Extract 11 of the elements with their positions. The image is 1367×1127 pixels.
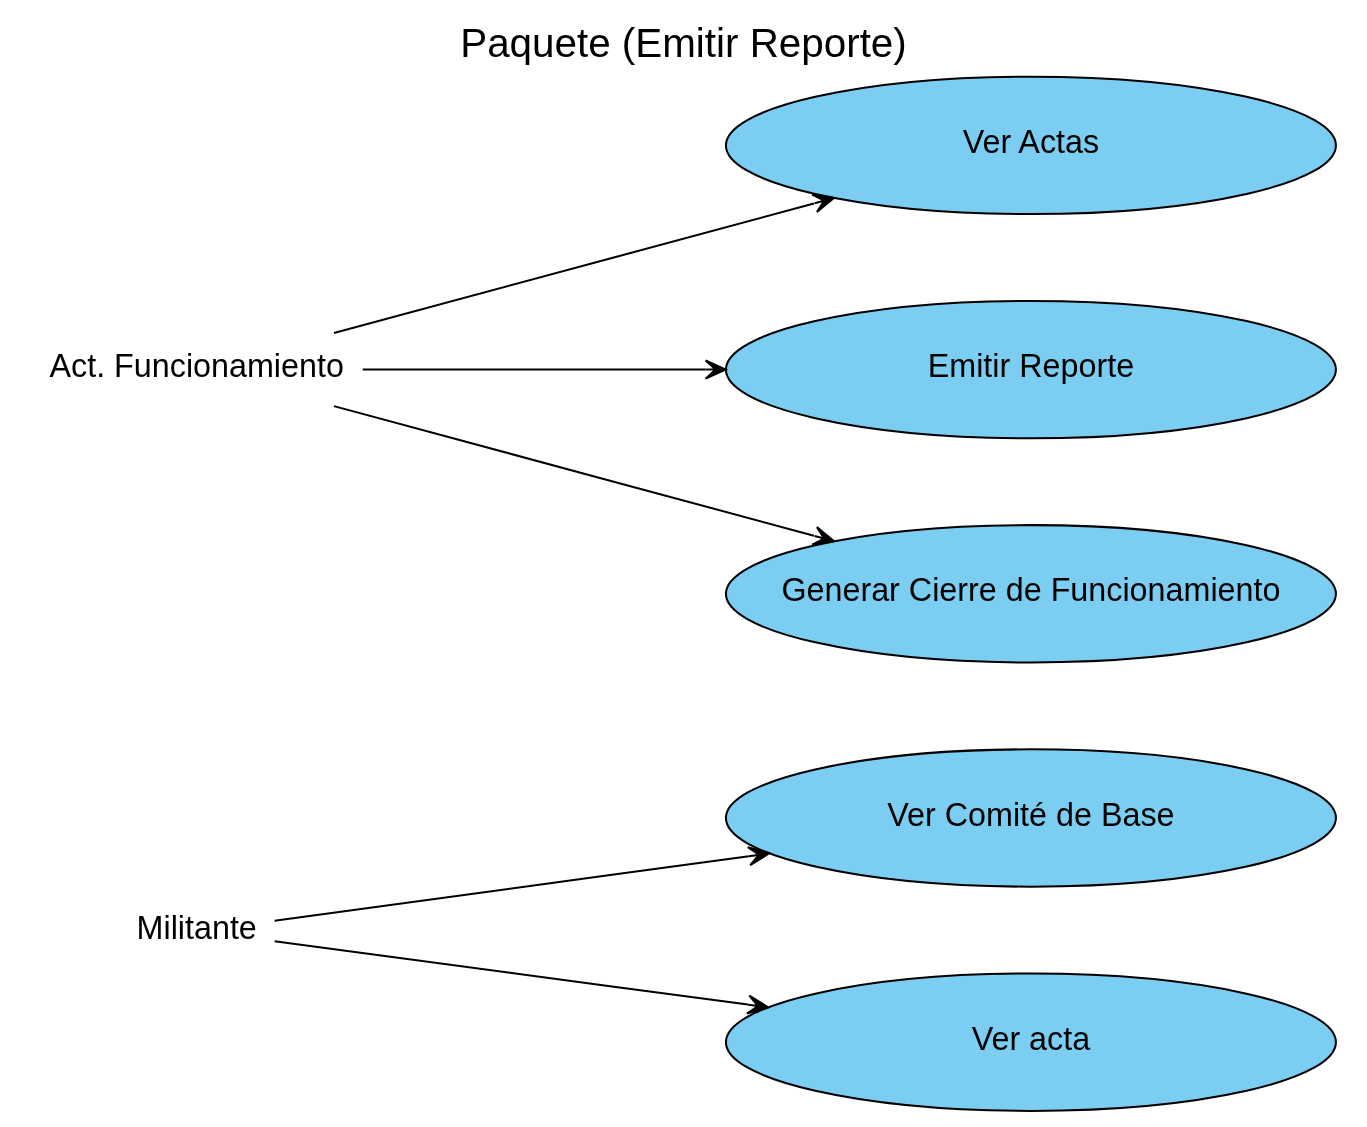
arrow (274, 846, 771, 922)
arrow (333, 405, 836, 546)
diagram-title: Paquete (Emitir Reporte) (460, 19, 907, 66)
arrow (333, 193, 836, 335)
node-ellipse: Ver acta (724, 972, 1337, 1112)
node-text: Militante (136, 909, 257, 946)
node-text: Act. Funcionamiento (49, 348, 344, 385)
arrow (274, 940, 770, 1015)
node-ellipse: Ver Comité de Base (724, 748, 1337, 888)
node-ellipse: Emitir Reporte (724, 299, 1337, 440)
arrow (362, 359, 727, 380)
